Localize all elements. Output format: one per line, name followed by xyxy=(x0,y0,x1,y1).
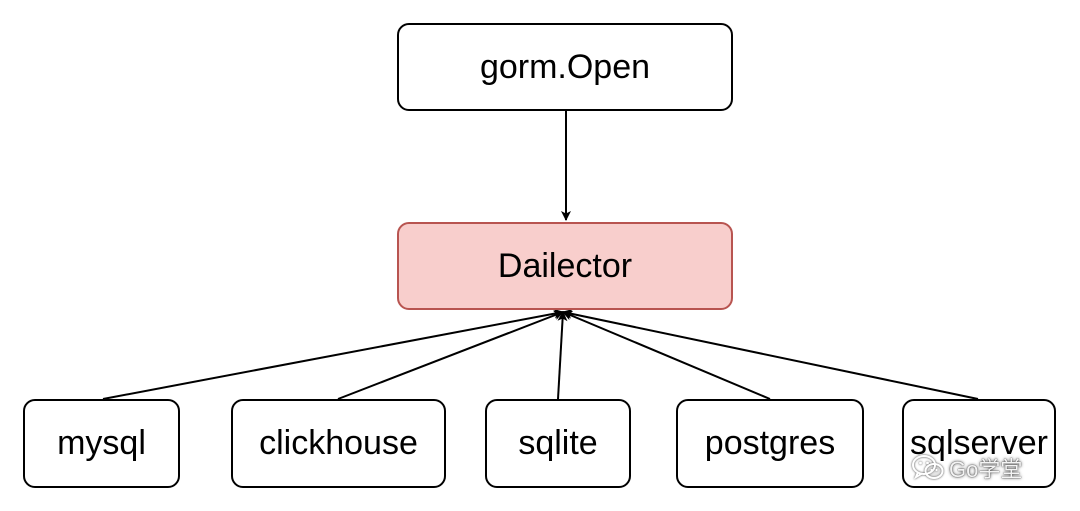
edge-postgres-to-dialector xyxy=(562,310,771,400)
watermark: Go学堂 xyxy=(912,452,1022,484)
node-postgres: postgres xyxy=(676,399,864,488)
edge-mysql-to-dialector xyxy=(102,308,564,400)
node-postgres-label: postgres xyxy=(704,424,836,462)
edge-sqlserver-to-dialector xyxy=(562,308,979,400)
node-gorm-open-label: gorm.Open xyxy=(479,47,651,86)
node-sqlserver: sqlserver xyxy=(902,399,1056,488)
node-mysql: mysql xyxy=(23,399,180,488)
edge-sqlite-to-dialector xyxy=(557,311,568,400)
node-sqlite: sqlite xyxy=(485,399,631,488)
node-sqlserver-label: sqlserver xyxy=(910,424,1048,462)
node-clickhouse: clickhouse xyxy=(231,399,446,488)
wechat-icon xyxy=(912,455,944,480)
node-gorm-open: gorm.Open xyxy=(397,23,733,111)
edge-clickhouse-to-dialector xyxy=(337,310,564,400)
node-mysql-label: mysql xyxy=(57,424,146,462)
watermark-text: Go学堂 xyxy=(949,457,1023,482)
node-clickhouse-label: clickhouse xyxy=(259,424,418,462)
node-dialector: Dailector xyxy=(397,222,733,310)
node-dialector-label: Dailector xyxy=(497,246,633,285)
node-sqlite-label: sqlite xyxy=(518,424,598,462)
